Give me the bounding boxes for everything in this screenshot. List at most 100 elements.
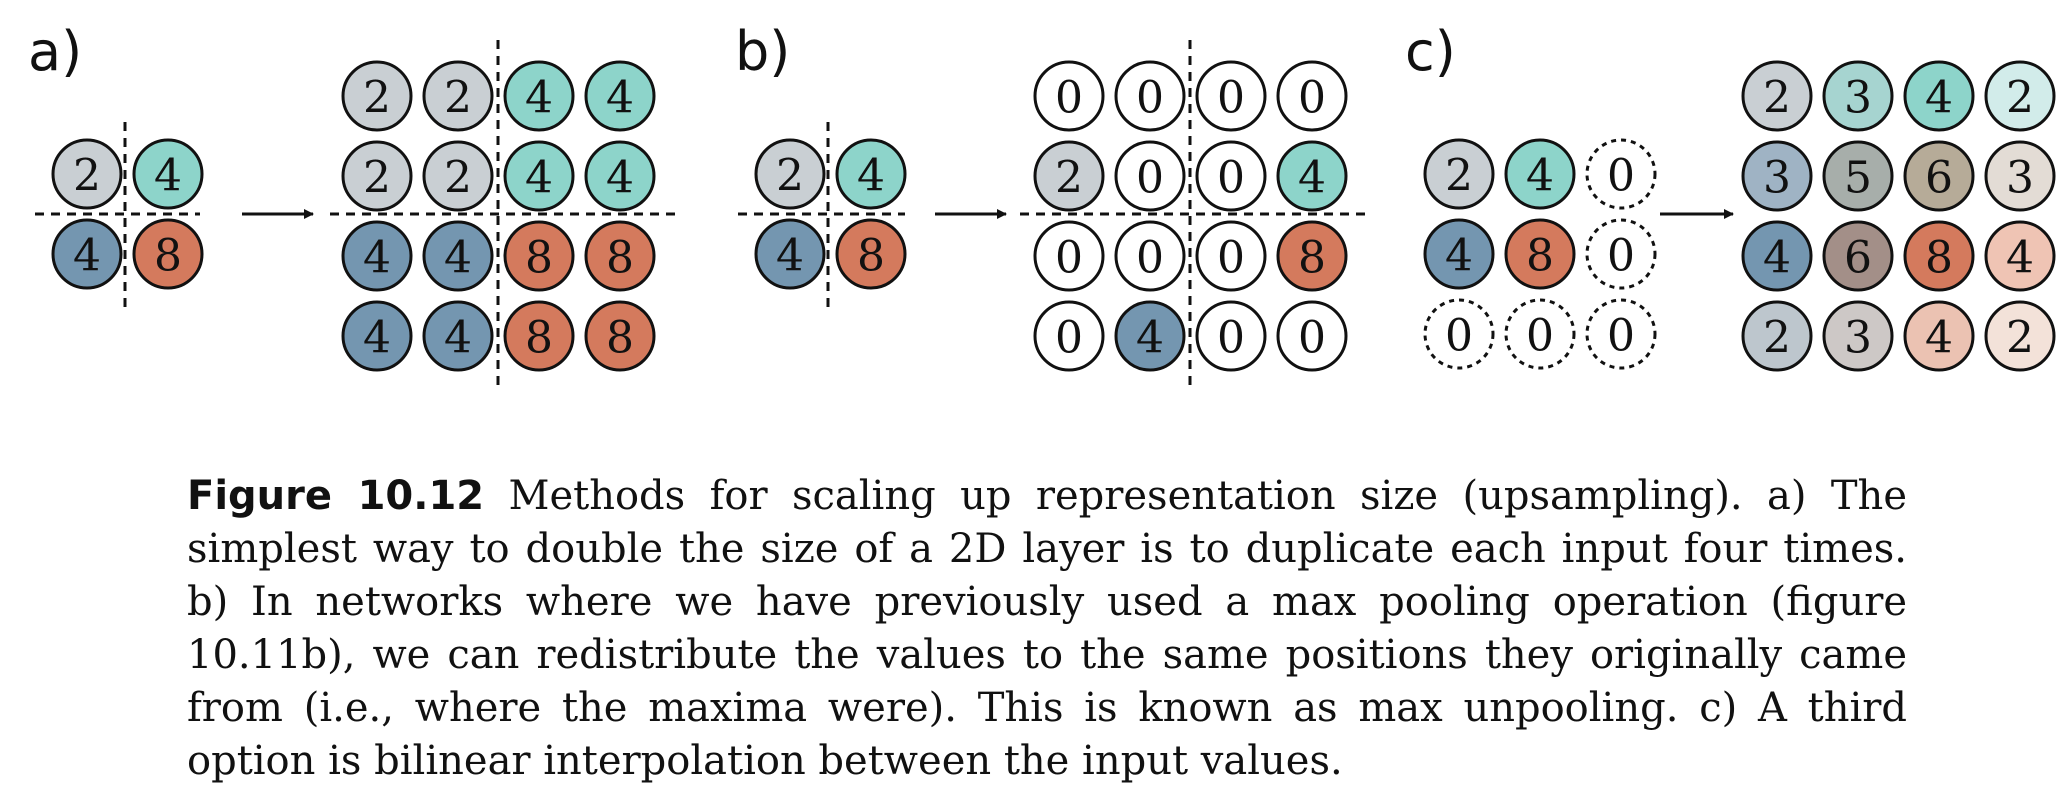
panel-c-input-cell: 0 [1504,298,1576,370]
panel-c-input-cell-value: 0 [1445,311,1473,362]
panel-a-output-cell: 4 [503,140,575,212]
panel-c-output-cell-value: 4 [1925,73,1953,124]
panel-c-output-cell: 4 [1903,300,1975,372]
panel-b-output-cell: 0 [1195,140,1267,212]
panel-c-input-cell-value: 2 [1445,151,1473,202]
panel-c-input-cell: 4 [1423,218,1495,290]
panel-a-output-cell: 2 [422,140,494,212]
panel-b-output-cell: 0 [1276,300,1348,372]
panel-c-output-cell: 8 [1903,220,1975,292]
panel-b-output-cell-circle [1276,140,1348,212]
panel-a-output-cell-value: 8 [606,233,634,284]
panel-c-output-cell-value: 2 [2006,73,2034,124]
panel-b-output-cell-circle [1033,220,1105,292]
panel-c-output-cell: 2 [1741,300,1813,372]
panel-a-output-cell: 8 [503,300,575,372]
panel-c-label: c) [1405,20,1456,83]
panel-b-output-cell: 0 [1195,60,1267,132]
panel-b-input-cell-circle [835,138,907,210]
panel-c-output-cell-value: 2 [2006,313,2034,364]
panel-c-input-cell-circle [1585,138,1657,210]
panel-c-output-cell-circle [1822,220,1894,292]
panel-c-output-cell: 4 [1741,220,1813,292]
panel-c-input-cell-circle [1504,218,1576,290]
panel-b-output-cell-value: 0 [1055,233,1083,284]
panel-b-output-cell-circle [1276,220,1348,292]
panel-a-output-cell-value: 8 [525,313,553,364]
panel-c-output-cell-value: 5 [1844,153,1872,204]
panel-a-output-cell: 2 [422,60,494,132]
panel-c-output-cell: 2 [1741,60,1813,132]
panel-a-output-cell: 4 [341,220,413,292]
panel-b-input-cell: 8 [835,218,907,290]
panel-c-input-cell-circle [1585,218,1657,290]
panel-a-output-cell: 4 [341,300,413,372]
panel-a-input-cell-circle [132,138,204,210]
panel-a-output-cell-value: 4 [363,233,391,284]
panel-b-output-cell: 0 [1114,220,1186,292]
panel-b-output-cell: 0 [1114,140,1186,212]
panel-c-output-cell: 2 [1984,300,2056,372]
panel-b-output-cell-circle [1276,300,1348,372]
panel-a-output-cell-circle [503,60,575,132]
panel-b-output-cell: 2 [1033,140,1105,212]
panel-c-output-cell-value: 4 [1763,233,1791,284]
panel-c-input-cell: 4 [1504,138,1576,210]
panel-b-input-cell-value: 2 [776,151,804,202]
panel-c-input-cell-value: 0 [1607,311,1635,362]
panel-b-output-cell: 8 [1276,220,1348,292]
panel-a-output-cell-circle [341,140,413,212]
panel-a-output-cell-value: 4 [444,313,472,364]
panel-a-output-cell: 4 [503,60,575,132]
panel-b-output-cell-value: 0 [1055,73,1083,124]
panel-a-output-cell: 4 [584,60,656,132]
panel-b-output-cell: 0 [1033,60,1105,132]
panel-a-output-cell: 8 [584,220,656,292]
panel-b-output-cell: 0 [1033,220,1105,292]
panel-b-output-cell-circle [1114,300,1186,372]
panel-c-output-cell-circle [1741,60,1813,132]
panel-c-output-cell-circle [1984,140,2056,212]
panel-c-input-cell: 2 [1423,138,1495,210]
panel-c-output-cell-value: 3 [1844,73,1872,124]
panel-a-input-cell-value: 4 [154,151,182,202]
panel-b-output-cell-circle [1114,140,1186,212]
panel-a-input-cell-circle [132,218,204,290]
panel-c-input-cell-circle [1504,298,1576,370]
panel-c-output-cell-circle [1822,60,1894,132]
panel-c-output-cell: 5 [1822,140,1894,212]
panel-c-output-cell: 4 [1984,220,2056,292]
panel-c-input-cell-value: 4 [1445,231,1473,282]
panel-a-output-cell-circle [584,220,656,292]
panel-c-input-cell: 8 [1504,218,1576,290]
panel-c-output-cell: 6 [1822,220,1894,292]
panel-a-label: a) [28,20,82,83]
panel-c-output-cell-circle [1741,220,1813,292]
panel-a-input-cell: 4 [132,138,204,210]
panel-c-output-cell-value: 6 [1844,233,1872,284]
figure-caption: Figure 10.12 Methods for scaling up repr… [187,470,1907,788]
panel-b-output-cell-circle [1033,300,1105,372]
panel-b-input-cell: 4 [835,138,907,210]
panel-a-input-cell: 4 [51,218,123,290]
panel-c-output-cell-circle [1741,140,1813,212]
panel-c-output-cell: 4 [1903,60,1975,132]
panel-c-output-cell: 3 [1984,140,2056,212]
panel-b-output-cell-circle [1033,60,1105,132]
panel-a-input-cell-value: 2 [73,151,101,202]
panel-b-input-cell-circle [754,218,826,290]
panel-b-output-cell-value: 8 [1298,233,1326,284]
panel-c-output-cell-circle [1984,60,2056,132]
panel-b-output-cell-value: 0 [1217,313,1245,364]
panel-b-output-cell-value: 4 [1298,153,1326,204]
panel-b-output-cell-value: 0 [1217,233,1245,284]
panel-c-output-cell-circle [1984,220,2056,292]
panel-c-input-cell-value: 0 [1526,311,1554,362]
panel-a-output-cell-value: 2 [363,153,391,204]
panel-b-output-cell-circle [1195,140,1267,212]
